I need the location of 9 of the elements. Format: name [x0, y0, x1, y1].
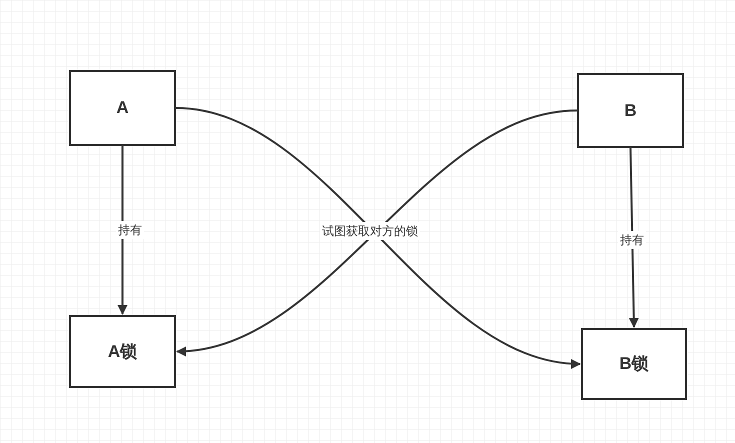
arrow: [118, 146, 128, 315]
process-box: A: [69, 70, 176, 146]
arrow: [628, 148, 639, 328]
edge-label: 试图获取对方的锁: [320, 222, 420, 240]
edge-label: 持有: [116, 221, 144, 239]
process-box: A锁: [69, 315, 176, 388]
process-box: B锁: [581, 328, 687, 400]
process-box: B: [577, 73, 684, 148]
edge-label: 持有: [618, 231, 646, 249]
